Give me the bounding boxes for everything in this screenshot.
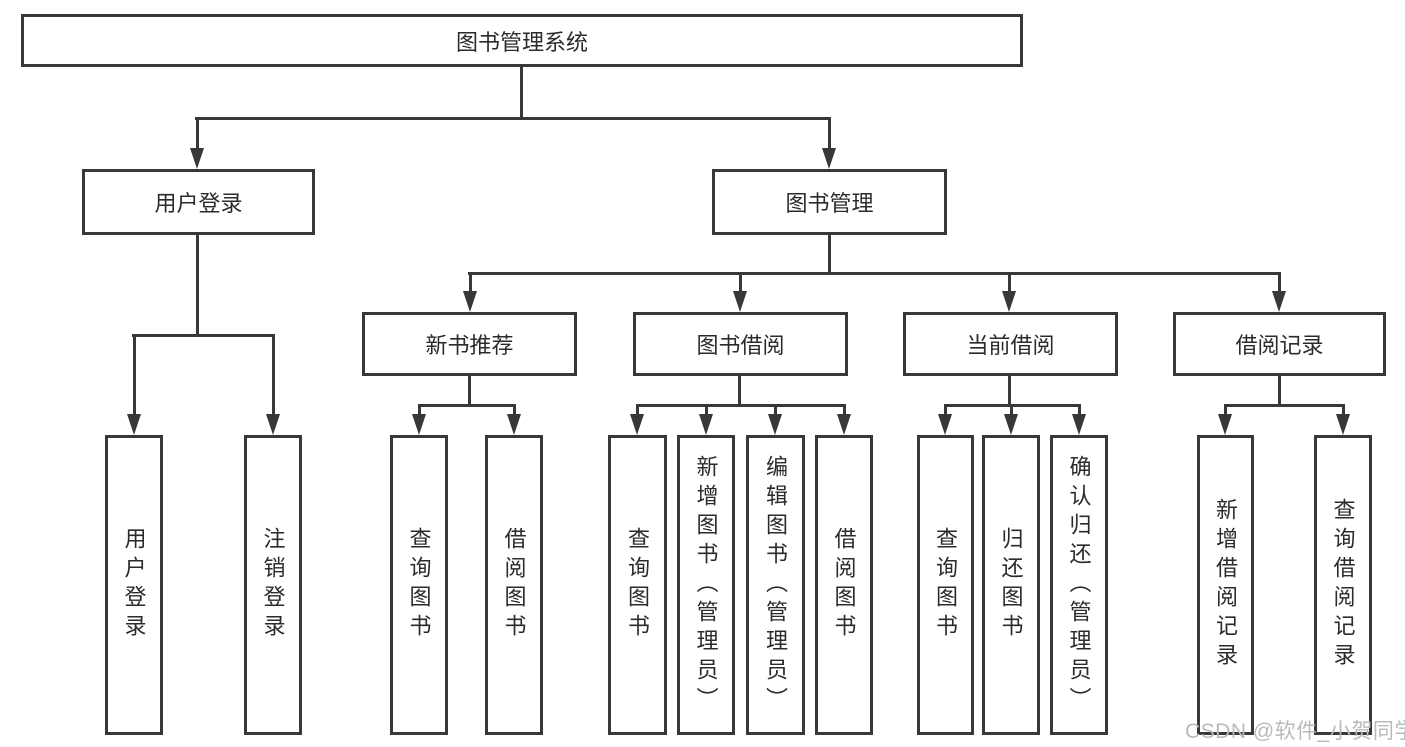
node-label: 借阅图书 xyxy=(501,527,527,643)
arrow-down-icon xyxy=(836,404,852,435)
arrow-down-icon xyxy=(1001,272,1017,312)
node-label: 注销登录 xyxy=(260,527,286,643)
csdn-watermark: CSDN @软件_小贺同学 xyxy=(1185,720,1405,743)
node-label: 编辑图书（管理员） xyxy=(763,454,789,716)
arrow-down-icon xyxy=(189,117,205,169)
arrow-down-icon xyxy=(506,404,522,435)
connector-borrowing-records-stem xyxy=(1278,376,1281,406)
arrow-down-icon xyxy=(1335,404,1351,435)
node-borrow-books: 借阅图书 xyxy=(815,435,873,735)
connector-new-book-hline xyxy=(418,404,516,407)
arrow-down-icon xyxy=(629,404,645,435)
arrow-down-icon xyxy=(698,404,714,435)
arrow-down-icon xyxy=(767,404,783,435)
arrow-down-icon xyxy=(821,117,837,169)
connector-user-login-hline xyxy=(132,334,274,337)
node-borrowing-records: 借阅记录 xyxy=(1173,312,1386,376)
node-query-borrow-record: 查询借阅记录 xyxy=(1314,435,1372,735)
node-current-borrowing: 当前借阅 xyxy=(903,312,1118,376)
arrow-down-icon xyxy=(462,272,478,312)
node-label: 查询借阅记录 xyxy=(1330,498,1356,672)
connector-book-borrowing-hline xyxy=(636,404,846,407)
node-query-books: 查询图书 xyxy=(917,435,974,735)
node-label: 查询图书 xyxy=(406,527,432,643)
node-return-books: 归还图书 xyxy=(982,435,1040,735)
node-library-management-system: 图书管理系统 xyxy=(21,14,1023,67)
node-label: 图书借阅 xyxy=(696,333,785,358)
node-label: 新书推荐 xyxy=(425,333,514,358)
node-label: 借阅图书 xyxy=(831,527,857,643)
node-label: 新增图书（管理员） xyxy=(693,454,719,716)
node-label: 归还图书 xyxy=(998,527,1024,643)
connector-new-book-stem xyxy=(468,376,471,406)
connector-borrowing-records-hline xyxy=(1224,404,1344,407)
node-add-borrow-record: 新增借阅记录 xyxy=(1197,435,1254,735)
connector-level3-hline xyxy=(468,272,1281,275)
arrow-down-icon xyxy=(411,404,427,435)
node-query-books: 查询图书 xyxy=(608,435,667,735)
connector-root-stem xyxy=(520,67,523,118)
connector-book-borrowing-stem xyxy=(738,376,741,406)
connector-level2-hline xyxy=(195,117,831,120)
node-new-book-recommendation: 新书推荐 xyxy=(362,312,577,376)
node-label: 确认归还（管理员） xyxy=(1066,454,1092,716)
node-label: 用户登录 xyxy=(121,527,147,643)
arrow-down-icon xyxy=(126,334,142,435)
node-borrow-books: 借阅图书 xyxy=(485,435,543,735)
node-label: 当前借阅 xyxy=(966,333,1055,358)
arrow-down-icon xyxy=(1271,272,1287,312)
arrow-down-icon xyxy=(732,272,748,312)
node-label: 用户登录 xyxy=(154,191,243,216)
connector-book-management-stem xyxy=(828,235,831,275)
node-label: 图书管理 xyxy=(785,191,874,216)
connector-user-login-stem xyxy=(196,235,199,337)
arrow-down-icon xyxy=(265,334,281,435)
node-query-books: 查询图书 xyxy=(390,435,448,735)
node-edit-book-admin: 编辑图书（管理员） xyxy=(746,435,805,735)
node-label: 借阅记录 xyxy=(1235,333,1324,358)
connector-current-borrowing-stem xyxy=(1008,376,1011,406)
node-confirm-return-admin: 确认归还（管理员） xyxy=(1050,435,1108,735)
arrow-down-icon xyxy=(937,404,953,435)
node-label: 图书管理系统 xyxy=(455,29,588,55)
arrow-down-icon xyxy=(1071,404,1087,435)
arrow-down-icon xyxy=(1217,404,1233,435)
node-user-login: 用户登录 xyxy=(82,169,315,235)
node-book-borrowing: 图书借阅 xyxy=(633,312,848,376)
node-book-management: 图书管理 xyxy=(712,169,947,235)
node-add-book-admin: 新增图书（管理员） xyxy=(677,435,735,735)
node-login: 用户登录 xyxy=(105,435,163,735)
node-logout: 注销登录 xyxy=(244,435,302,735)
node-label: 查询图书 xyxy=(625,527,651,643)
node-label: 查询图书 xyxy=(933,527,959,643)
node-label: 新增借阅记录 xyxy=(1213,498,1239,672)
arrow-down-icon xyxy=(1003,404,1019,435)
